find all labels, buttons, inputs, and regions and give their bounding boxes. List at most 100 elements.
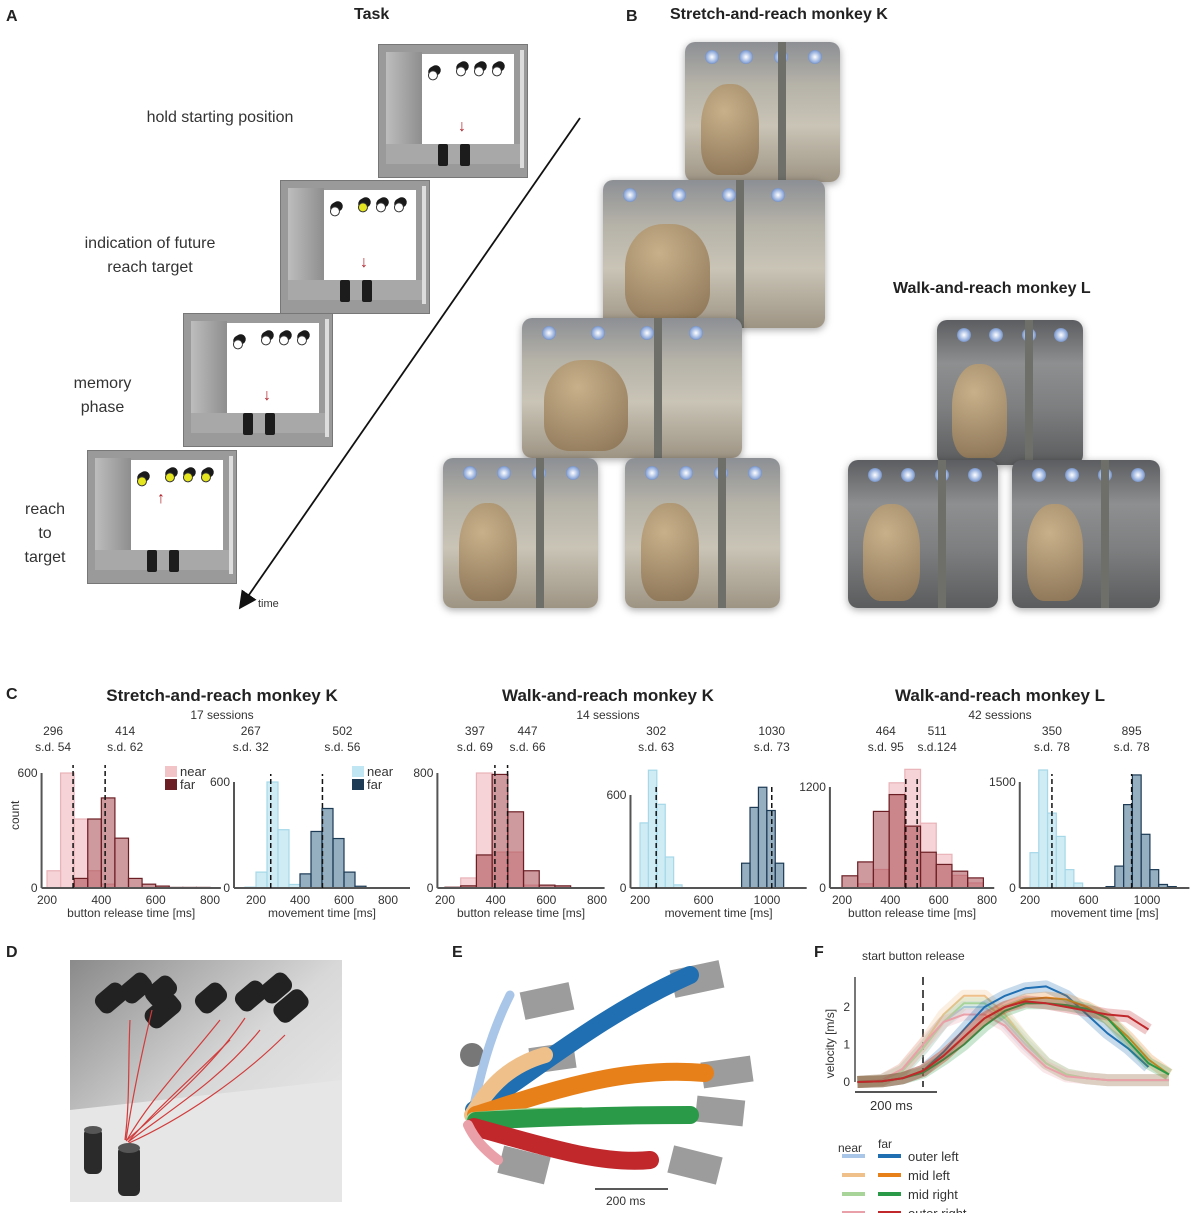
arrow-down-icon: ↓ [263,387,271,404]
group-title: Walk-and-reach monkey K [502,686,714,705]
x-axis-label: movement time [ms] [268,906,376,920]
lamp-icon [771,188,785,202]
stretch-title: Stretch-and-reach monkey K [670,6,888,23]
bar-far [967,877,984,889]
bar-far [841,875,859,889]
mean-value: 447 [518,724,538,738]
y-tick-label: 0 [31,881,38,895]
y-axis-label: velocity [m/s] [823,1009,837,1078]
legend-label: mid right [908,1187,958,1202]
mean-value: 397 [465,724,485,738]
histograms: 200 400 600 800 0 600 button release time [ms]… [18,724,1190,920]
trajectory-far-mid-left [467,1062,714,1124]
legend-header-near: near [838,1141,862,1155]
mean-value: 895 [1122,724,1142,738]
plot-title: start button release [862,949,965,963]
x-tick-label: 200 [1020,893,1040,907]
bar-far [507,811,525,889]
box-post [229,456,233,574]
lamp-icon [808,50,823,64]
sd-value: s.d. 32 [233,740,269,754]
lamp-icon [739,50,754,64]
label-line: to [38,525,52,542]
lamp-icon [721,188,736,202]
y-tick-label: 600 [210,775,230,789]
bar-far [321,807,334,889]
lamp-icon [748,466,763,480]
target-cylinder [273,989,309,1023]
x-tick-label: 600 [536,893,556,907]
start-cylinders [84,1126,140,1196]
trajectory-far-mid-right [467,1106,699,1130]
bar-far [87,818,102,889]
stretch-reach-frame [522,318,742,458]
x-axis-label: button release time [ms] [848,906,976,920]
lamp-icon [1054,328,1069,342]
bar-near [639,822,650,889]
box-side-wall [386,52,422,160]
mean-value: 302 [646,724,666,738]
box-post [325,319,329,437]
box-floor [288,280,422,300]
lamp-icon [688,326,703,340]
x-tick-label: 200 [37,893,57,907]
bar-near [46,870,62,889]
velocity-series-far-outer-right [857,995,1152,1088]
velocity-series-near-outer-right [856,1008,1169,1088]
start-button-left [438,144,448,166]
panel-label-b: B [626,8,638,25]
arrow-down-icon: ↓ [360,254,368,271]
y-tick-label: 1200 [799,780,826,794]
bar-far [857,861,875,889]
label-line: target [24,549,66,566]
lamp-icon [463,466,477,480]
legend-label: outer left [908,1149,959,1164]
x-tick-label: 600 [1078,893,1098,907]
group-sessions: 14 sessions [576,708,640,722]
lamp-icon [639,326,654,340]
target-cylinder [234,980,268,1012]
start-button-left [243,413,253,435]
start-button-left [340,280,350,302]
bar-near [255,871,268,889]
y-tick-label: 0 [1009,881,1016,895]
label-line: memory [73,375,132,392]
target-cylinder [119,972,153,1004]
box-post [520,50,524,168]
cage-pole [1100,460,1109,608]
bar-far [1131,774,1142,889]
sd-value: s.d. 69 [457,740,493,754]
legend-swatch-far [165,779,177,790]
lamp-icon [645,466,659,480]
trajectory-near-outer-right [463,1120,503,1165]
start-button-right [362,280,372,302]
stretch-reach-frame [625,458,780,608]
bar-far [757,786,768,889]
sd-value: s.d. 54 [35,740,71,754]
legend-swatch-far [352,779,364,790]
lamp-icon [1064,468,1079,482]
monkey-figure [863,504,920,601]
bar-far [749,806,760,889]
x-tick-label: 400 [290,893,310,907]
cage-pole [718,458,726,608]
y-tick-label: 800 [413,766,433,780]
start-button-left [147,550,157,572]
task-box: ↓ [378,44,528,178]
bar-far [73,877,89,889]
box-floor [386,144,520,164]
bar-far [951,870,969,889]
bar-near [1038,769,1049,889]
bar-near [73,818,89,889]
y-tick-label: 600 [606,788,626,802]
x-tick-label: 1000 [754,893,781,907]
walk-reach-frame [848,460,998,608]
x-tick-label: 800 [977,893,997,907]
time-label: time [258,598,279,610]
sd-value: s.d. 56 [324,740,360,754]
group-sessions: 42 sessions [968,708,1032,722]
y-tick-label: 0 [620,881,627,895]
